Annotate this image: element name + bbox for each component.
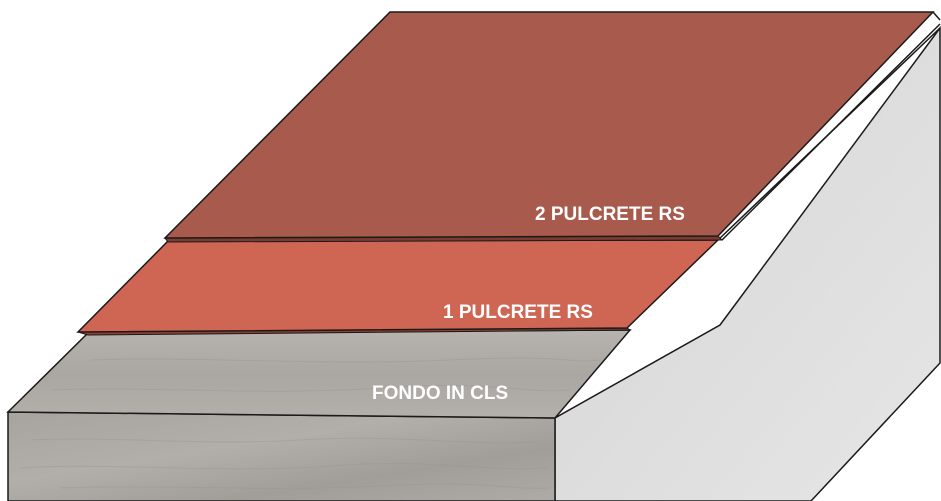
layer-1-surface	[76, 239, 720, 333]
label-layer-2: 2 PULCRETE RS	[535, 204, 685, 225]
label-layer-1: 1 PULCRETE RS	[443, 302, 593, 323]
label-base: FONDO IN CLS	[372, 383, 508, 404]
slab-side-face	[554, 25, 941, 501]
layer-2-pulcrete	[163, 11, 941, 243]
layer-2-surface	[163, 11, 935, 239]
concrete-texture	[19, 357, 601, 489]
concrete-base-slab	[6, 25, 941, 501]
slab-top-surface	[6, 329, 632, 419]
